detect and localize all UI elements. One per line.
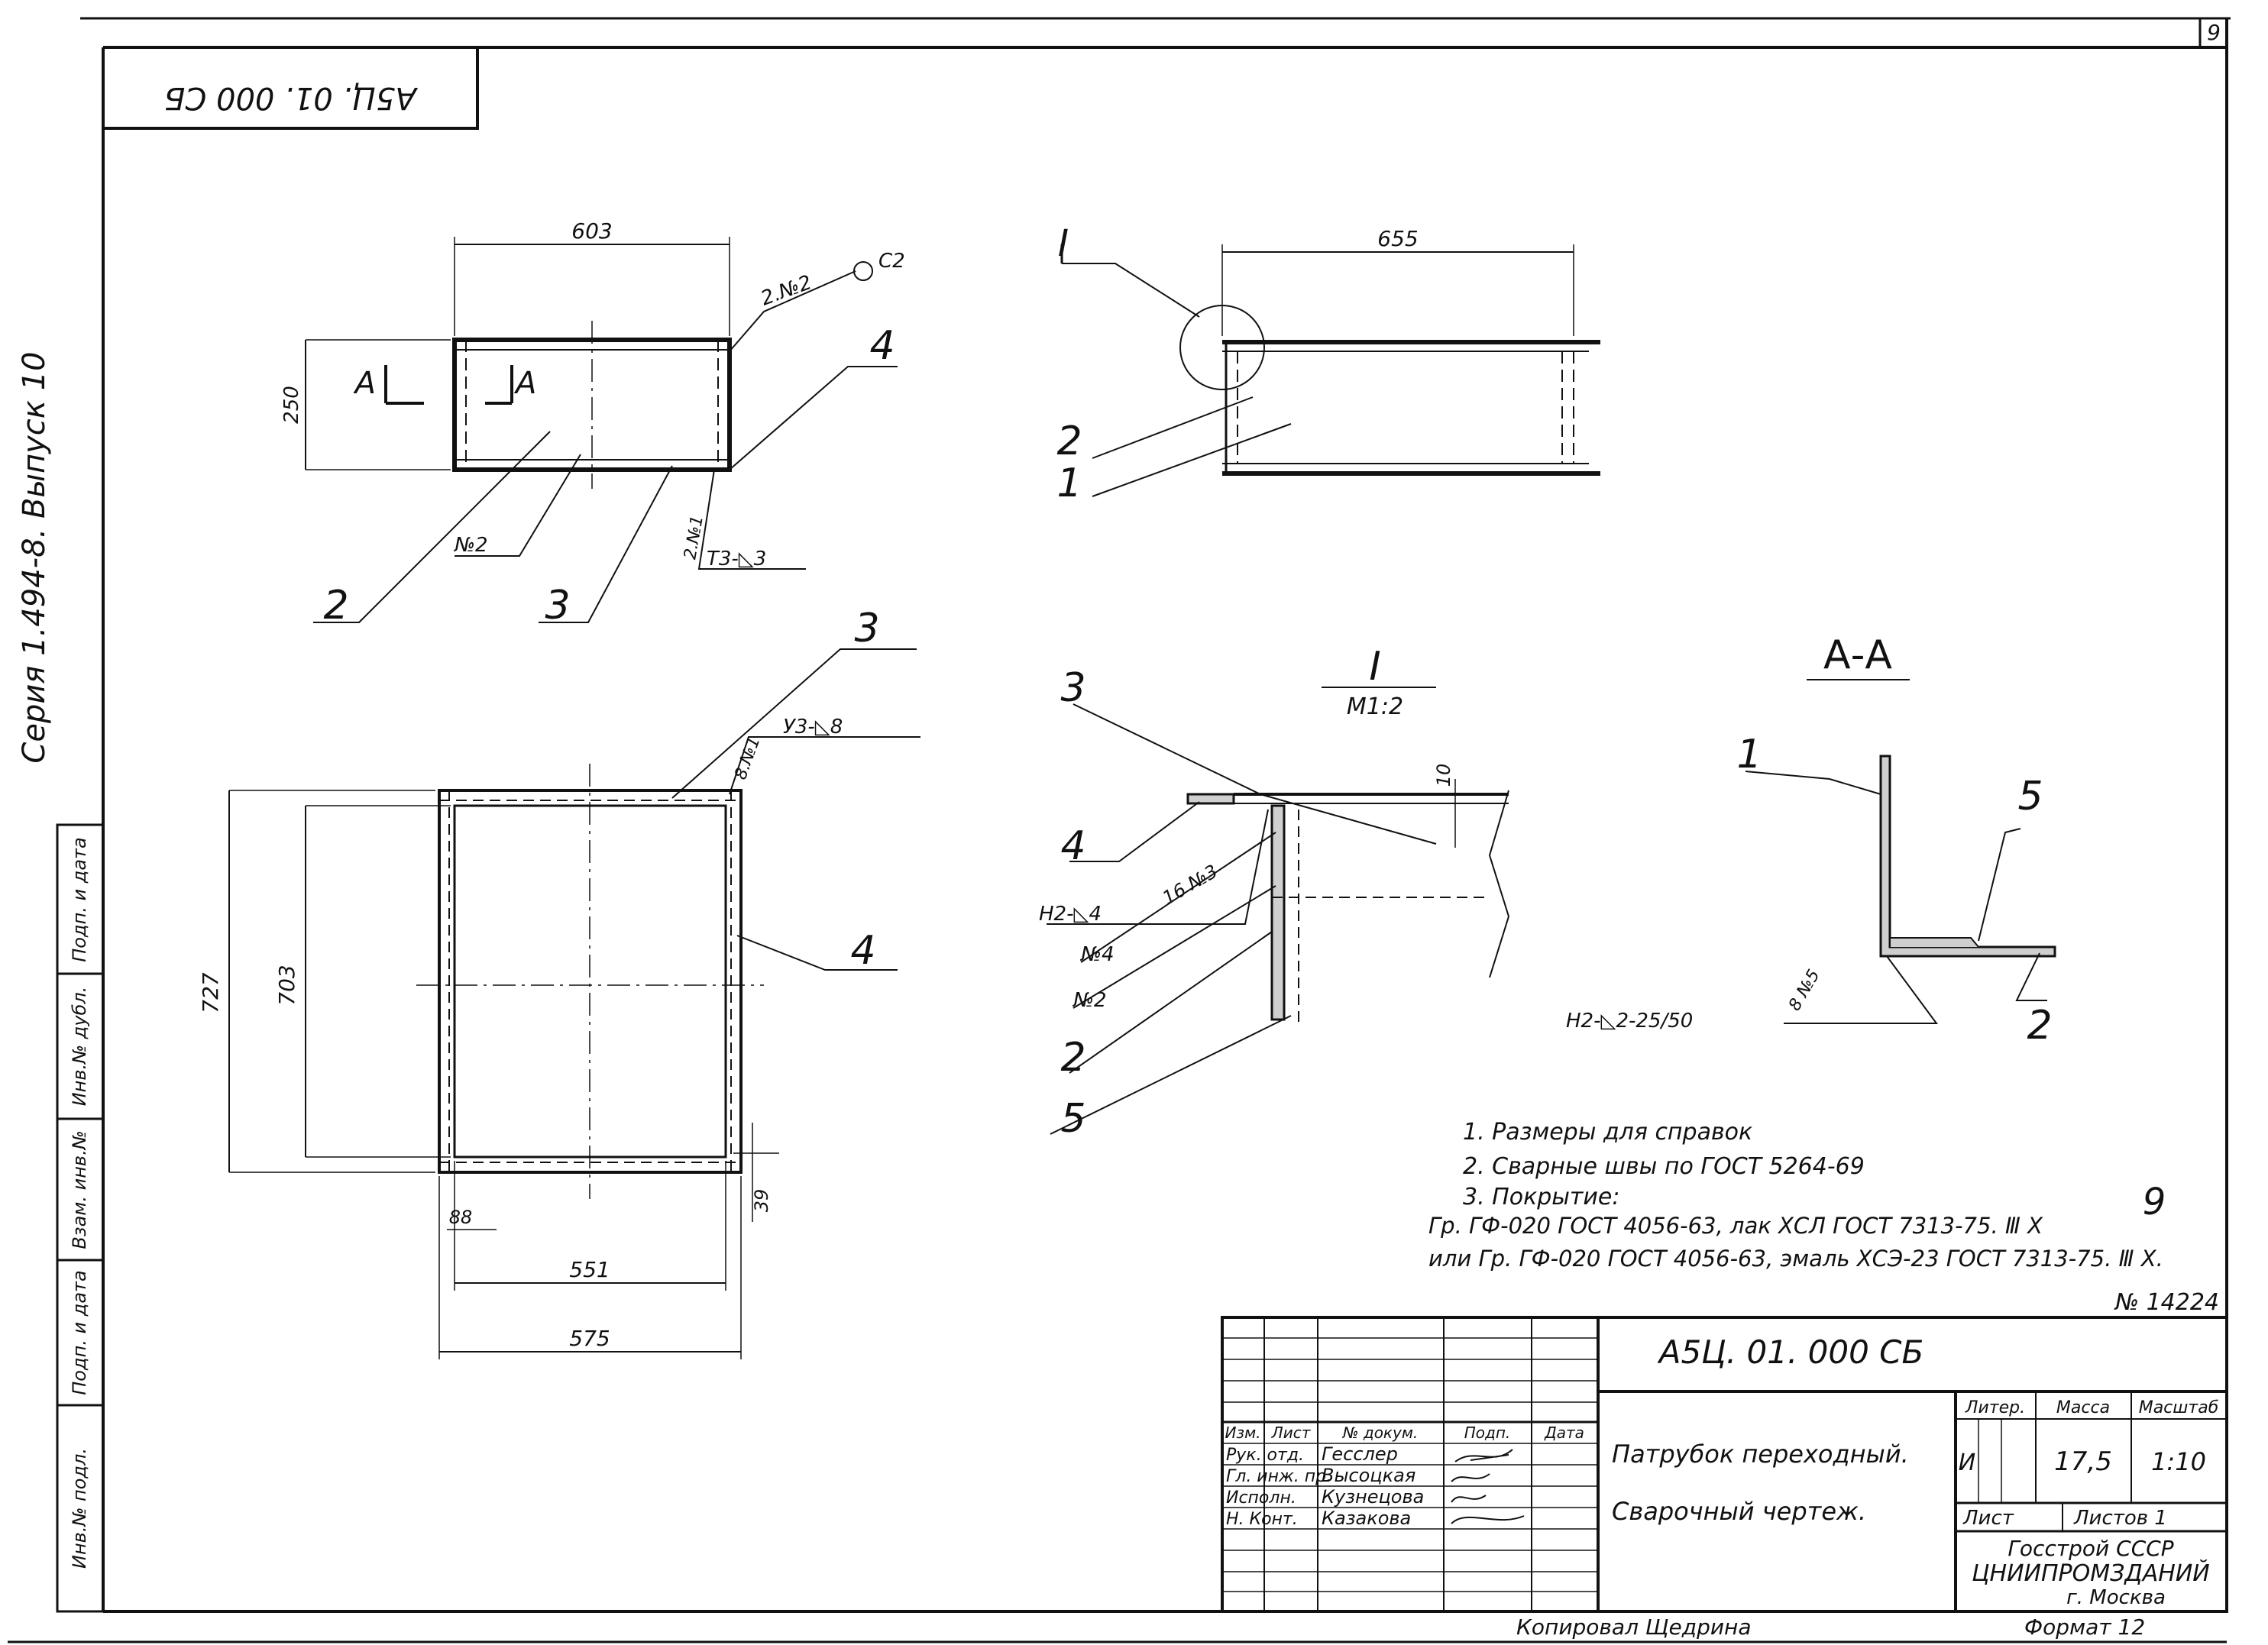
front-section-right: А: [513, 366, 536, 401]
sheet-number: 9: [2207, 20, 2221, 45]
detail-I-weld-1: Н2-◺4: [1039, 903, 1102, 926]
front-section-left: А: [353, 366, 376, 401]
detail-I-thickness: 10: [1433, 764, 1454, 787]
tb-header-date: Дата: [1544, 1424, 1584, 1442]
front-callout-3: 3: [545, 583, 570, 629]
note-3: 3. Покрытие:: [1463, 1184, 1619, 1210]
tb-scale: 1:10: [2151, 1447, 2206, 1476]
tb-header-doc: № докум.: [1342, 1424, 1419, 1442]
plan-callout-4: 4: [850, 928, 875, 974]
plan-dim-inner-height: 703: [274, 965, 299, 1005]
tb-name-person-3: Кузнецова: [1322, 1486, 1424, 1508]
detail-I-scale: М1:2: [1347, 693, 1403, 720]
section-AA-callout-2: 2: [2027, 1003, 2052, 1049]
section-AA-callout-1: 1: [1736, 732, 1762, 777]
tb-sheets-label: Листов 1: [2073, 1507, 2167, 1530]
plan-dim-left: 88: [449, 1207, 473, 1228]
section-AA-callout-5: 5: [2017, 774, 2043, 819]
front-weld-lower-code: Т3-◺3: [707, 548, 766, 570]
tb-header-izm: Изм.: [1225, 1424, 1260, 1442]
detail-I-weld-2: 16 №3: [1159, 861, 1221, 909]
tb-header-list: Лист: [1271, 1424, 1312, 1442]
side-col-3: Взам. инв.№: [69, 1130, 90, 1249]
tb-role-2: Гл. инж. пр.: [1226, 1467, 1331, 1486]
side-col-1: Инв.№ подл.: [69, 1448, 90, 1569]
tb-header-sign: Подп.: [1464, 1424, 1511, 1442]
side-col-5: Подп. и дата: [69, 837, 90, 962]
front-weld-center: №2: [453, 534, 488, 557]
section-AA-weld-mark: 8 №5: [1785, 966, 1824, 1014]
side-callout-1: 1: [1056, 461, 1082, 506]
plan-callout-3: 3: [854, 606, 879, 651]
detail-I-weld-4: №2: [1072, 989, 1107, 1012]
front-dim-height: 250: [280, 386, 303, 424]
side-series-label: Серия 1.494-8. Выпуск 10: [17, 351, 52, 763]
section-AA-title: А-А: [1823, 632, 1892, 678]
note-margin-number: 9: [2143, 1181, 2166, 1223]
front-callout-4: 4: [869, 323, 895, 369]
upside-down-stamp: А5Ц. 01. 000 СБ: [164, 80, 419, 115]
note-2: 2. Сварные швы по ГОСТ 5264-69: [1463, 1153, 1865, 1180]
tb-name-person-1: Гесслер: [1322, 1443, 1398, 1465]
bottom-format: Формат 12: [2024, 1614, 2145, 1640]
tb-role-3: Исполн.: [1226, 1488, 1296, 1508]
tb-org-2: ЦНИИПРОМЗДАНИЙ: [1972, 1559, 2210, 1587]
section-AA-weld: Н2-◺2-25/50: [1566, 1010, 1693, 1033]
tb-litera-label: Литер.: [1965, 1398, 2025, 1417]
plan-dim-outer-width: 575: [569, 1326, 610, 1351]
tb-role-4: Н. Конт.: [1226, 1510, 1298, 1529]
detail-I: [1047, 687, 1510, 1135]
detail-I-callout-4: 4: [1060, 823, 1085, 869]
tb-org-1: Госстрой СССР: [2008, 1536, 2173, 1561]
side-detail-mark: I: [1058, 222, 1069, 265]
tb-name-person-4: Казакова: [1322, 1508, 1411, 1529]
note-4: Гр. ГФ-020 ГОСТ 4056-63, лак ХСЛ ГОСТ 73…: [1428, 1213, 2043, 1239]
front-dim-width: 603: [571, 218, 612, 244]
detail-I-callout-3: 3: [1060, 665, 1085, 711]
side-view: [1060, 244, 1600, 497]
tb-name-1: Патрубок переходный.: [1612, 1440, 1909, 1469]
order-number: № 14224: [2114, 1289, 2219, 1316]
tb-name-person-2: Высоцкая: [1322, 1465, 1415, 1486]
side-col-4: Инв.№ дубл.: [69, 987, 90, 1107]
side-col-2: Подп. и дата: [69, 1270, 90, 1395]
plan-dim-outer-height: 727: [198, 972, 223, 1013]
front-weld-lower: 2.№1: [681, 514, 707, 561]
detail-I-callout-5: 5: [1060, 1096, 1085, 1142]
front-weld-code: С2: [878, 250, 905, 273]
side-dim-width: 655: [1377, 226, 1418, 251]
tb-org-3: г. Москва: [2066, 1586, 2166, 1609]
front-weld-mark: 2.№2: [758, 271, 815, 311]
tb-designation: А5Ц. 01. 000 СБ: [1657, 1333, 1924, 1371]
plan-weld-code: У3-◺8: [783, 716, 843, 738]
detail-I-title: I: [1369, 644, 1380, 690]
plan-dim-right: 39: [751, 1189, 772, 1213]
note-1: 1. Размеры для справок: [1463, 1119, 1752, 1146]
detail-I-weld-3: №4: [1079, 943, 1115, 966]
detail-I-callout-2: 2: [1060, 1035, 1085, 1081]
tb-mass: 17,5: [2054, 1446, 2112, 1477]
tb-sheet-label: Лист: [1962, 1507, 2014, 1530]
side-callout-2: 2: [1056, 419, 1082, 464]
front-view: [305, 237, 898, 623]
tb-name-2: Сварочный чертеж.: [1612, 1497, 1866, 1526]
tb-role-1: Рук. отд.: [1226, 1446, 1304, 1465]
note-5: или Гр. ГФ-020 ГОСТ 4056-63, эмаль ХСЭ-2…: [1428, 1246, 2163, 1272]
title-block: [1221, 1316, 2228, 1613]
tb-scale-label: Масштаб: [2139, 1398, 2219, 1417]
bottom-copied: Копировал Щедрина: [1516, 1614, 1752, 1640]
tb-litera: И: [1959, 1449, 1975, 1476]
plan-view: [228, 648, 920, 1359]
front-callout-2: 2: [323, 583, 348, 629]
section-AA: [1745, 679, 2056, 1024]
plan-dim-inner-width: 551: [569, 1257, 610, 1282]
tb-mass-label: Масса: [2056, 1398, 2110, 1417]
